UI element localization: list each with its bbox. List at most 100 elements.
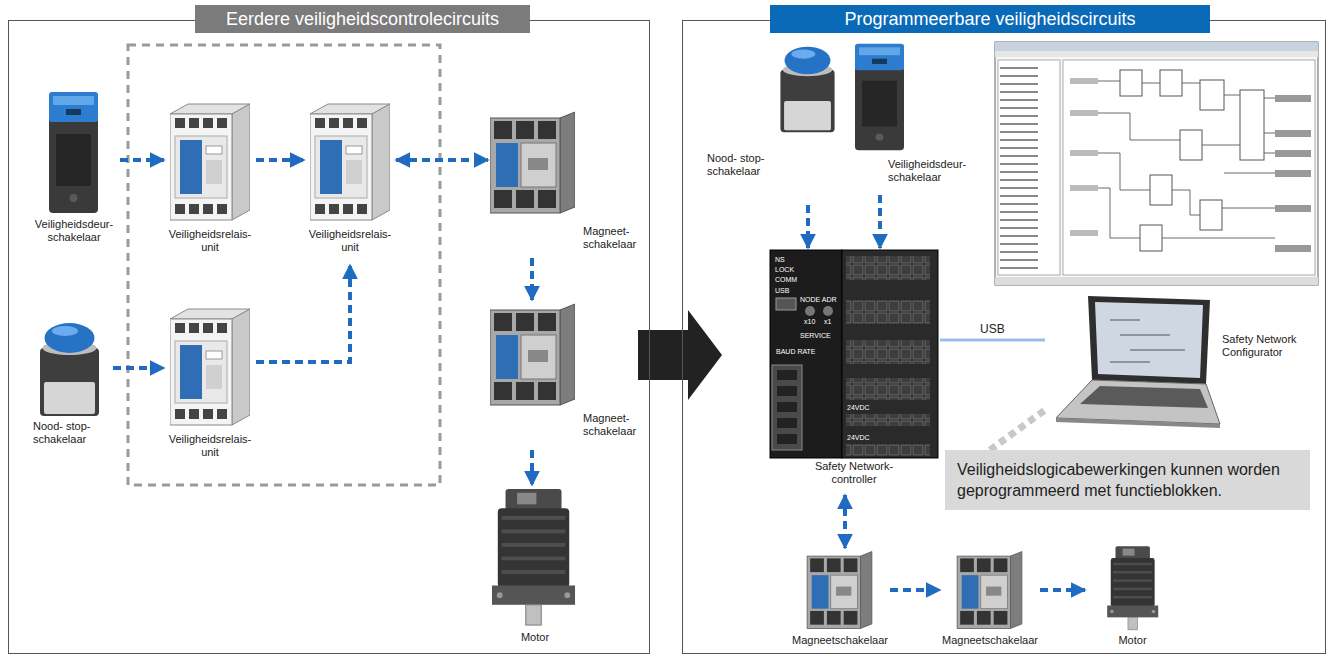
svg-shape <box>1110 320 1185 362</box>
svg-shape <box>998 60 1060 275</box>
device-marking: USB <box>775 287 789 295</box>
svg-shape <box>1070 185 1098 191</box>
estop-picture <box>40 323 99 416</box>
svg-shape <box>1070 78 1098 84</box>
device-node: Nood- stop- schakelaar <box>705 40 848 205</box>
svg-shape <box>1080 386 1208 408</box>
device-label: Magneetschakelaar <box>940 634 1040 647</box>
device-label: Veiligheidsrelais- unit <box>164 228 256 254</box>
door-switch-picture <box>49 92 98 213</box>
device-marking: COMM <box>775 276 797 284</box>
device-node: Veiligheidsrelais- unit <box>164 305 256 470</box>
svg-shape <box>1275 130 1311 137</box>
device-marking: 24VDC <box>847 404 870 412</box>
relay-picture <box>310 104 390 220</box>
svg-shape <box>777 418 797 428</box>
device-label: Magneet- schakelaar <box>583 225 647 251</box>
signal-arrow <box>530 450 534 485</box>
device-marking: SERVICE <box>800 332 831 340</box>
device-marking: x10 <box>804 318 815 326</box>
contactor-picture <box>807 552 872 629</box>
svg-shape <box>846 300 930 324</box>
svg-shape <box>1056 418 1220 428</box>
device-label: Nood- stop- schakelaar <box>33 420 111 446</box>
callout-leader <box>990 410 1045 450</box>
svg-shape <box>1098 81 1275 238</box>
svg-shape <box>805 306 815 316</box>
device-label: Nood- stop- schakelaar <box>707 152 775 178</box>
device-node: Magneet- schakelaar <box>488 300 648 450</box>
device-label: Veiligheidsrelais- unit <box>164 433 256 459</box>
signal-arrow <box>890 588 940 592</box>
signal-arrow <box>256 265 350 362</box>
signal-arrow <box>806 205 810 248</box>
relay-picture <box>170 104 250 220</box>
svg-shape <box>776 298 796 310</box>
svg-shape <box>995 42 1318 285</box>
motor-picture <box>492 489 575 625</box>
svg-shape <box>1056 380 1220 424</box>
svg-shape <box>1160 70 1182 96</box>
svg-shape <box>846 444 930 456</box>
signal-arrow <box>256 158 304 162</box>
svg-shape <box>1088 296 1210 384</box>
svg-shape <box>846 378 930 400</box>
svg-shape <box>1240 90 1264 160</box>
svg-shape <box>846 340 930 364</box>
panel-heading: Programmeerbare veiligheidscircuits <box>770 5 1210 33</box>
device-label: Magneetschakelaar <box>790 634 890 647</box>
svg-shape <box>1150 175 1172 205</box>
svg-shape <box>842 250 938 458</box>
callout-text: Veiligheidslogicabewerkingen kunnen word… <box>957 459 1298 501</box>
device-marking: 24VDC <box>847 434 870 442</box>
svg-shape <box>777 370 797 380</box>
device-marking: x1 <box>824 318 831 326</box>
device-node: Nood- stop- schakelaar <box>25 318 113 470</box>
signal-arrow <box>113 366 164 370</box>
signal-arrow <box>878 195 882 248</box>
svg-shape <box>1095 302 1203 378</box>
edge-label: USB <box>978 322 1007 336</box>
device-node: Veiligheidsdeur- schakelaar <box>848 40 988 195</box>
svg-shape <box>772 365 802 450</box>
svg-shape <box>1275 95 1311 102</box>
device-marking: LOCK <box>775 266 794 274</box>
motor-picture <box>1107 546 1158 630</box>
transition-arrow <box>638 310 722 400</box>
svg-shape <box>995 51 1318 57</box>
device-node: Veiligheidsdeur- schakelaar <box>28 88 120 263</box>
svg-shape <box>1140 225 1162 251</box>
svg-shape <box>1275 205 1311 212</box>
svg-shape <box>823 306 833 316</box>
svg-shape <box>1180 130 1202 160</box>
device-marking: NODE ADR <box>800 296 837 304</box>
svg-shape <box>1063 60 1315 275</box>
svg-shape <box>995 42 1318 51</box>
device-node: Safety Network- controller <box>768 248 940 495</box>
svg-shape <box>998 62 1060 272</box>
device-label: Veiligheidsdeur- schakelaar <box>888 158 986 184</box>
device-node: Motor <box>1085 545 1180 650</box>
device-node: Veiligheidsrelais- unit <box>304 100 396 265</box>
svg-shape <box>1070 110 1098 116</box>
svg-shape <box>777 386 797 396</box>
device-node: Magneet- schakelaar <box>488 108 648 258</box>
relay-picture <box>170 309 250 425</box>
controller-picture <box>770 250 938 458</box>
device-node: Magneetschakelaar <box>790 548 890 650</box>
software-window <box>995 42 1318 285</box>
contactor-picture <box>490 304 575 405</box>
svg-shape <box>1275 170 1311 177</box>
signal-arrow <box>1040 588 1085 592</box>
device-label: Safety Network- controller <box>804 460 904 486</box>
device-marking: BAUD RATE <box>776 348 816 356</box>
svg-shape <box>777 434 797 444</box>
device-node: Magneetschakelaar <box>940 548 1040 650</box>
contactor-picture <box>490 112 575 213</box>
svg-shape <box>1070 230 1098 236</box>
svg-shape <box>777 402 797 412</box>
svg-shape <box>995 277 1318 285</box>
device-label: Safety Network Configurator <box>1222 333 1322 359</box>
